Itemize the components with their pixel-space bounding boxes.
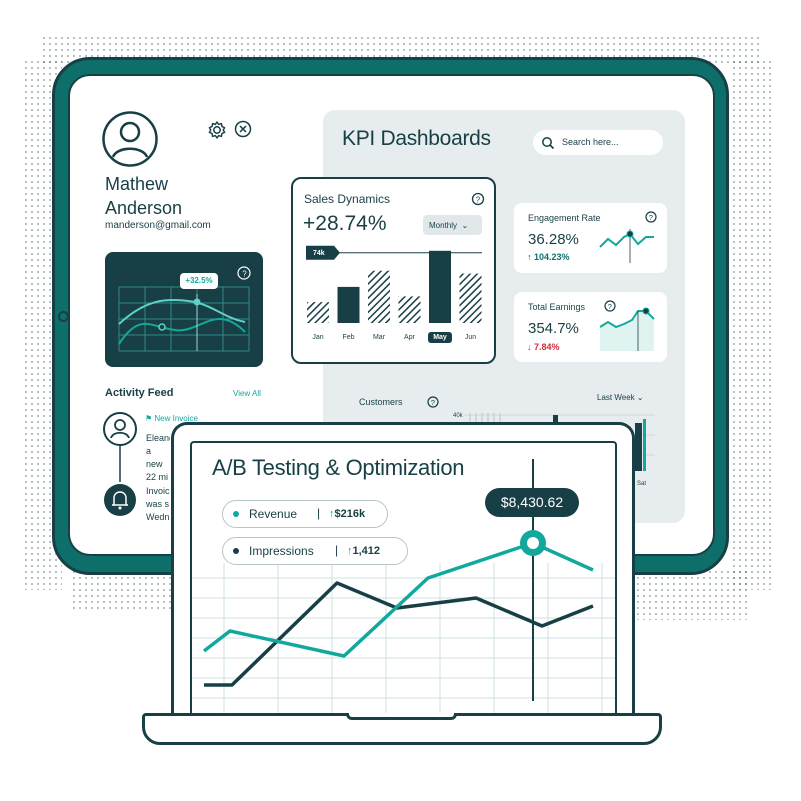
gear-icon[interactable] [207,120,227,140]
feed-item-2[interactable]: Invoic was s Wedn [146,485,170,524]
total-earnings-change: ↓ 7.84% [527,342,560,352]
feed-item-1[interactable]: Eleanor a new 22 mi [146,432,170,484]
user-avatar-icon[interactable] [101,110,159,168]
svg-text:?: ? [476,195,481,204]
sales-bar-chart: 74k [306,245,482,323]
help-icon[interactable]: ? [645,211,657,223]
help-icon: ? [427,396,439,408]
mini-chart-badge: +32.5% [180,273,218,289]
feed-item-2-line2: was s [146,499,170,509]
month-label-jun: Jun [464,334,477,341]
sales-dynamics-value: +28.74% [303,212,387,235]
user-last-name: Anderson [105,198,183,218]
mini-chart-card[interactable] [105,252,263,367]
total-earnings-value: 354.7% [528,320,579,337]
feed-item-2-time: Wedn [146,512,170,522]
earnings-sparkline [599,307,655,351]
legend-separator: | [335,543,339,557]
search-input[interactable] [533,130,663,155]
sales-bar-may[interactable] [429,250,451,323]
customers-period-select[interactable]: Last Week ⌄ [597,393,644,402]
period-dropdown[interactable] [423,215,482,235]
customers-day-label: Sat [637,481,647,487]
sales-bar-jun[interactable] [459,273,482,323]
activity-timeline [103,412,137,516]
month-label-may: May [428,332,452,343]
sales-reference-marker [306,245,340,260]
svg-text:?: ? [649,213,653,222]
activity-feed-title: Activity Feed [105,387,174,399]
view-all-link[interactable]: View All [233,389,261,398]
search-placeholder: Search here... [562,137,619,147]
kpi-title: KPI Dashboards [342,127,491,150]
legend-revenue-value: ↑$216k [329,508,366,520]
month-label-mar: Mar [372,334,386,341]
chevron-down-icon: ⌄ [461,221,469,230]
user-first-name: Mathew [105,174,169,194]
mini-line-chart: ? [118,266,251,352]
engagement-rate-value: 36.28% [528,231,579,248]
engagement-rate-card[interactable] [514,203,667,273]
arrow-up-icon: ↑ [527,252,532,262]
month-label-jan: Jan [312,334,324,341]
flag-icon: ⚑ [145,414,153,423]
customers-axis-label: 40k [453,413,463,419]
help-icon[interactable]: ? [471,192,485,206]
feed-item-tag: ⚑ New Invoice [145,414,198,423]
engagement-rate-title: Engagement Rate [528,213,601,223]
ab-testing-title: A/B Testing & Optimization [212,455,465,480]
feed-item-1-line1: Eleanor [146,433,170,443]
laptop-trackpad-notch [346,713,457,720]
arrow-up-icon: ↑ [329,508,335,520]
close-icon[interactable] [234,120,252,138]
period-dropdown-label: Monthly ⌄ [429,221,469,230]
legend-revenue-label: Revenue [249,507,298,521]
customers-title: Customers [359,397,403,407]
feed-item-1-time: 22 mi [146,472,169,482]
month-label-apr: Apr [404,334,415,341]
feed-item-2-line1: Invoic [146,486,170,496]
sales-dynamics-title: Sales Dynamics [304,192,391,206]
search-icon [542,137,555,150]
engagement-rate-change: ↑ 104.23% [527,252,570,262]
legend-impressions-value: ↑1,412 [347,545,381,557]
help-icon[interactable]: ? [604,300,616,312]
legend-impressions-label: Impressions [249,544,314,558]
svg-text:?: ? [431,398,435,407]
feed-item-1-line2: a new [146,446,163,469]
svg-text:?: ? [242,270,247,279]
sales-bar-mar[interactable] [368,270,390,323]
sales-bar-apr[interactable] [398,296,421,323]
user-name: Mathew Anderson [105,172,255,220]
svg-text:?: ? [608,302,612,311]
legend-dot-impressions [233,548,239,554]
value-tooltip: $8,430.62 [485,488,579,517]
ab-testing-chart [192,459,615,713]
sales-dynamics-card[interactable] [291,177,496,364]
legend-revenue[interactable]: Revenue | ↑$216k [222,500,388,528]
legend-separator: | [317,506,321,520]
sales-reference-label: 74k [313,250,325,257]
legend-dot-revenue [233,511,239,517]
engagement-sparkline [599,229,654,263]
sales-bar-feb[interactable] [337,286,360,323]
total-earnings-title: Total Earnings [528,302,586,312]
sales-bar-jan[interactable] [307,302,329,323]
month-label-feb: Feb [342,334,355,341]
arrow-down-icon: ↓ [527,342,532,352]
chevron-down-icon: ⌄ [636,393,644,402]
arrow-up-icon: ↑ [347,545,353,557]
user-email: manderson@gmail.com [105,220,211,231]
legend-impressions[interactable]: Impressions | ↑1,412 [222,537,408,565]
